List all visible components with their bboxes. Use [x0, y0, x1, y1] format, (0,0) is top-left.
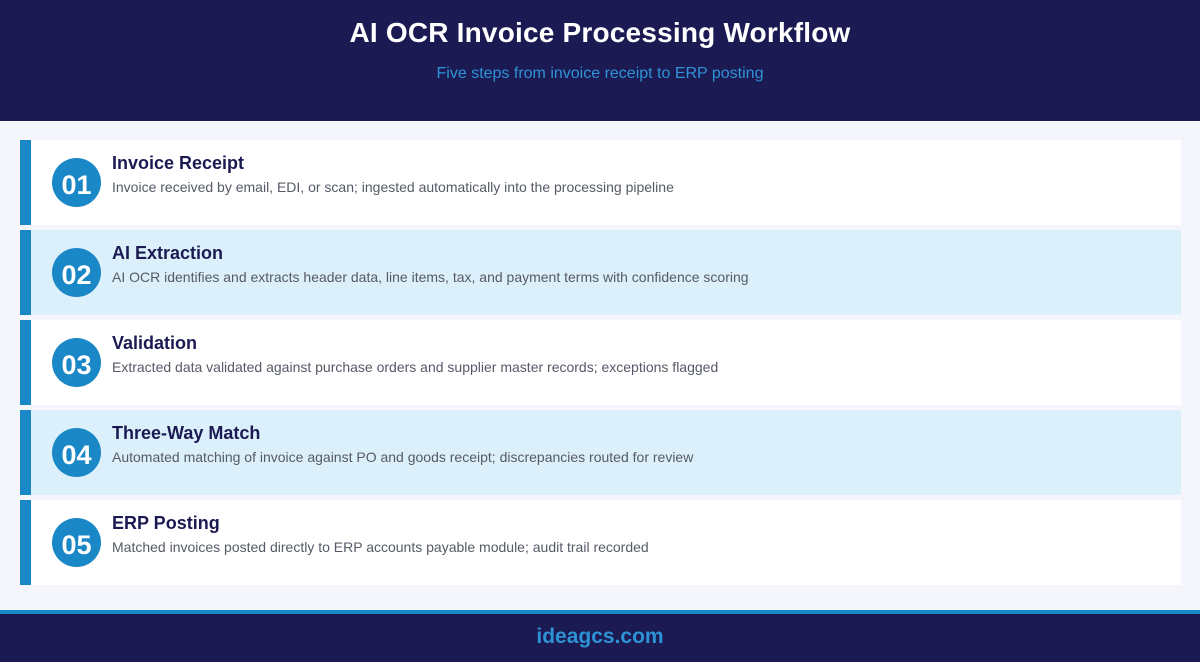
- step-title: Invoice Receipt: [112, 153, 245, 173]
- step-description: Matched invoices posted directly to ERP …: [112, 539, 649, 555]
- step-title: ERP Posting: [112, 513, 220, 533]
- page-title: AI OCR Invoice Processing Workflow: [349, 17, 851, 48]
- step-description: AI OCR identifies and extracts header da…: [112, 269, 749, 285]
- step-number-badge: 01: [52, 158, 101, 207]
- step-title: Three-Way Match: [112, 423, 261, 443]
- step-erp-posting: 05 ERP Posting Matched invoices posted d…: [20, 500, 1181, 585]
- step-description: Invoice received by email, EDI, or scan;…: [112, 179, 674, 195]
- step-invoice-receipt: 01 Invoice Receipt Invoice received by e…: [20, 140, 1181, 225]
- step-title: Validation: [112, 333, 198, 353]
- step-description: Automated matching of invoice against PO…: [112, 449, 694, 465]
- footer-website-text: ideagcs.com: [536, 625, 664, 648]
- step-ai-extraction: 02 AI Extraction AI OCR identifies and e…: [20, 230, 1181, 315]
- page-subtitle: Five steps from invoice receipt to ERP p…: [436, 65, 764, 82]
- step-title: AI Extraction: [112, 243, 224, 263]
- step-number-badge: 02: [52, 248, 101, 297]
- step-description: Extracted data validated against purchas…: [112, 359, 719, 375]
- step-three-way-match: 04 Three-Way Match Automated matching of…: [20, 410, 1181, 495]
- workflow-steps: 01 Invoice Receipt Invoice received by e…: [20, 140, 1181, 590]
- header-banner: AI OCR Invoice Processing Workflow Five …: [0, 0, 1200, 121]
- step-number-badge: 05: [52, 518, 101, 567]
- step-validation: 03 Validation Extracted data validated a…: [20, 320, 1181, 405]
- step-number-badge: 04: [52, 428, 101, 477]
- step-number-badge: 03: [52, 338, 101, 387]
- footer-bar: ideagcs.com: [0, 610, 1200, 662]
